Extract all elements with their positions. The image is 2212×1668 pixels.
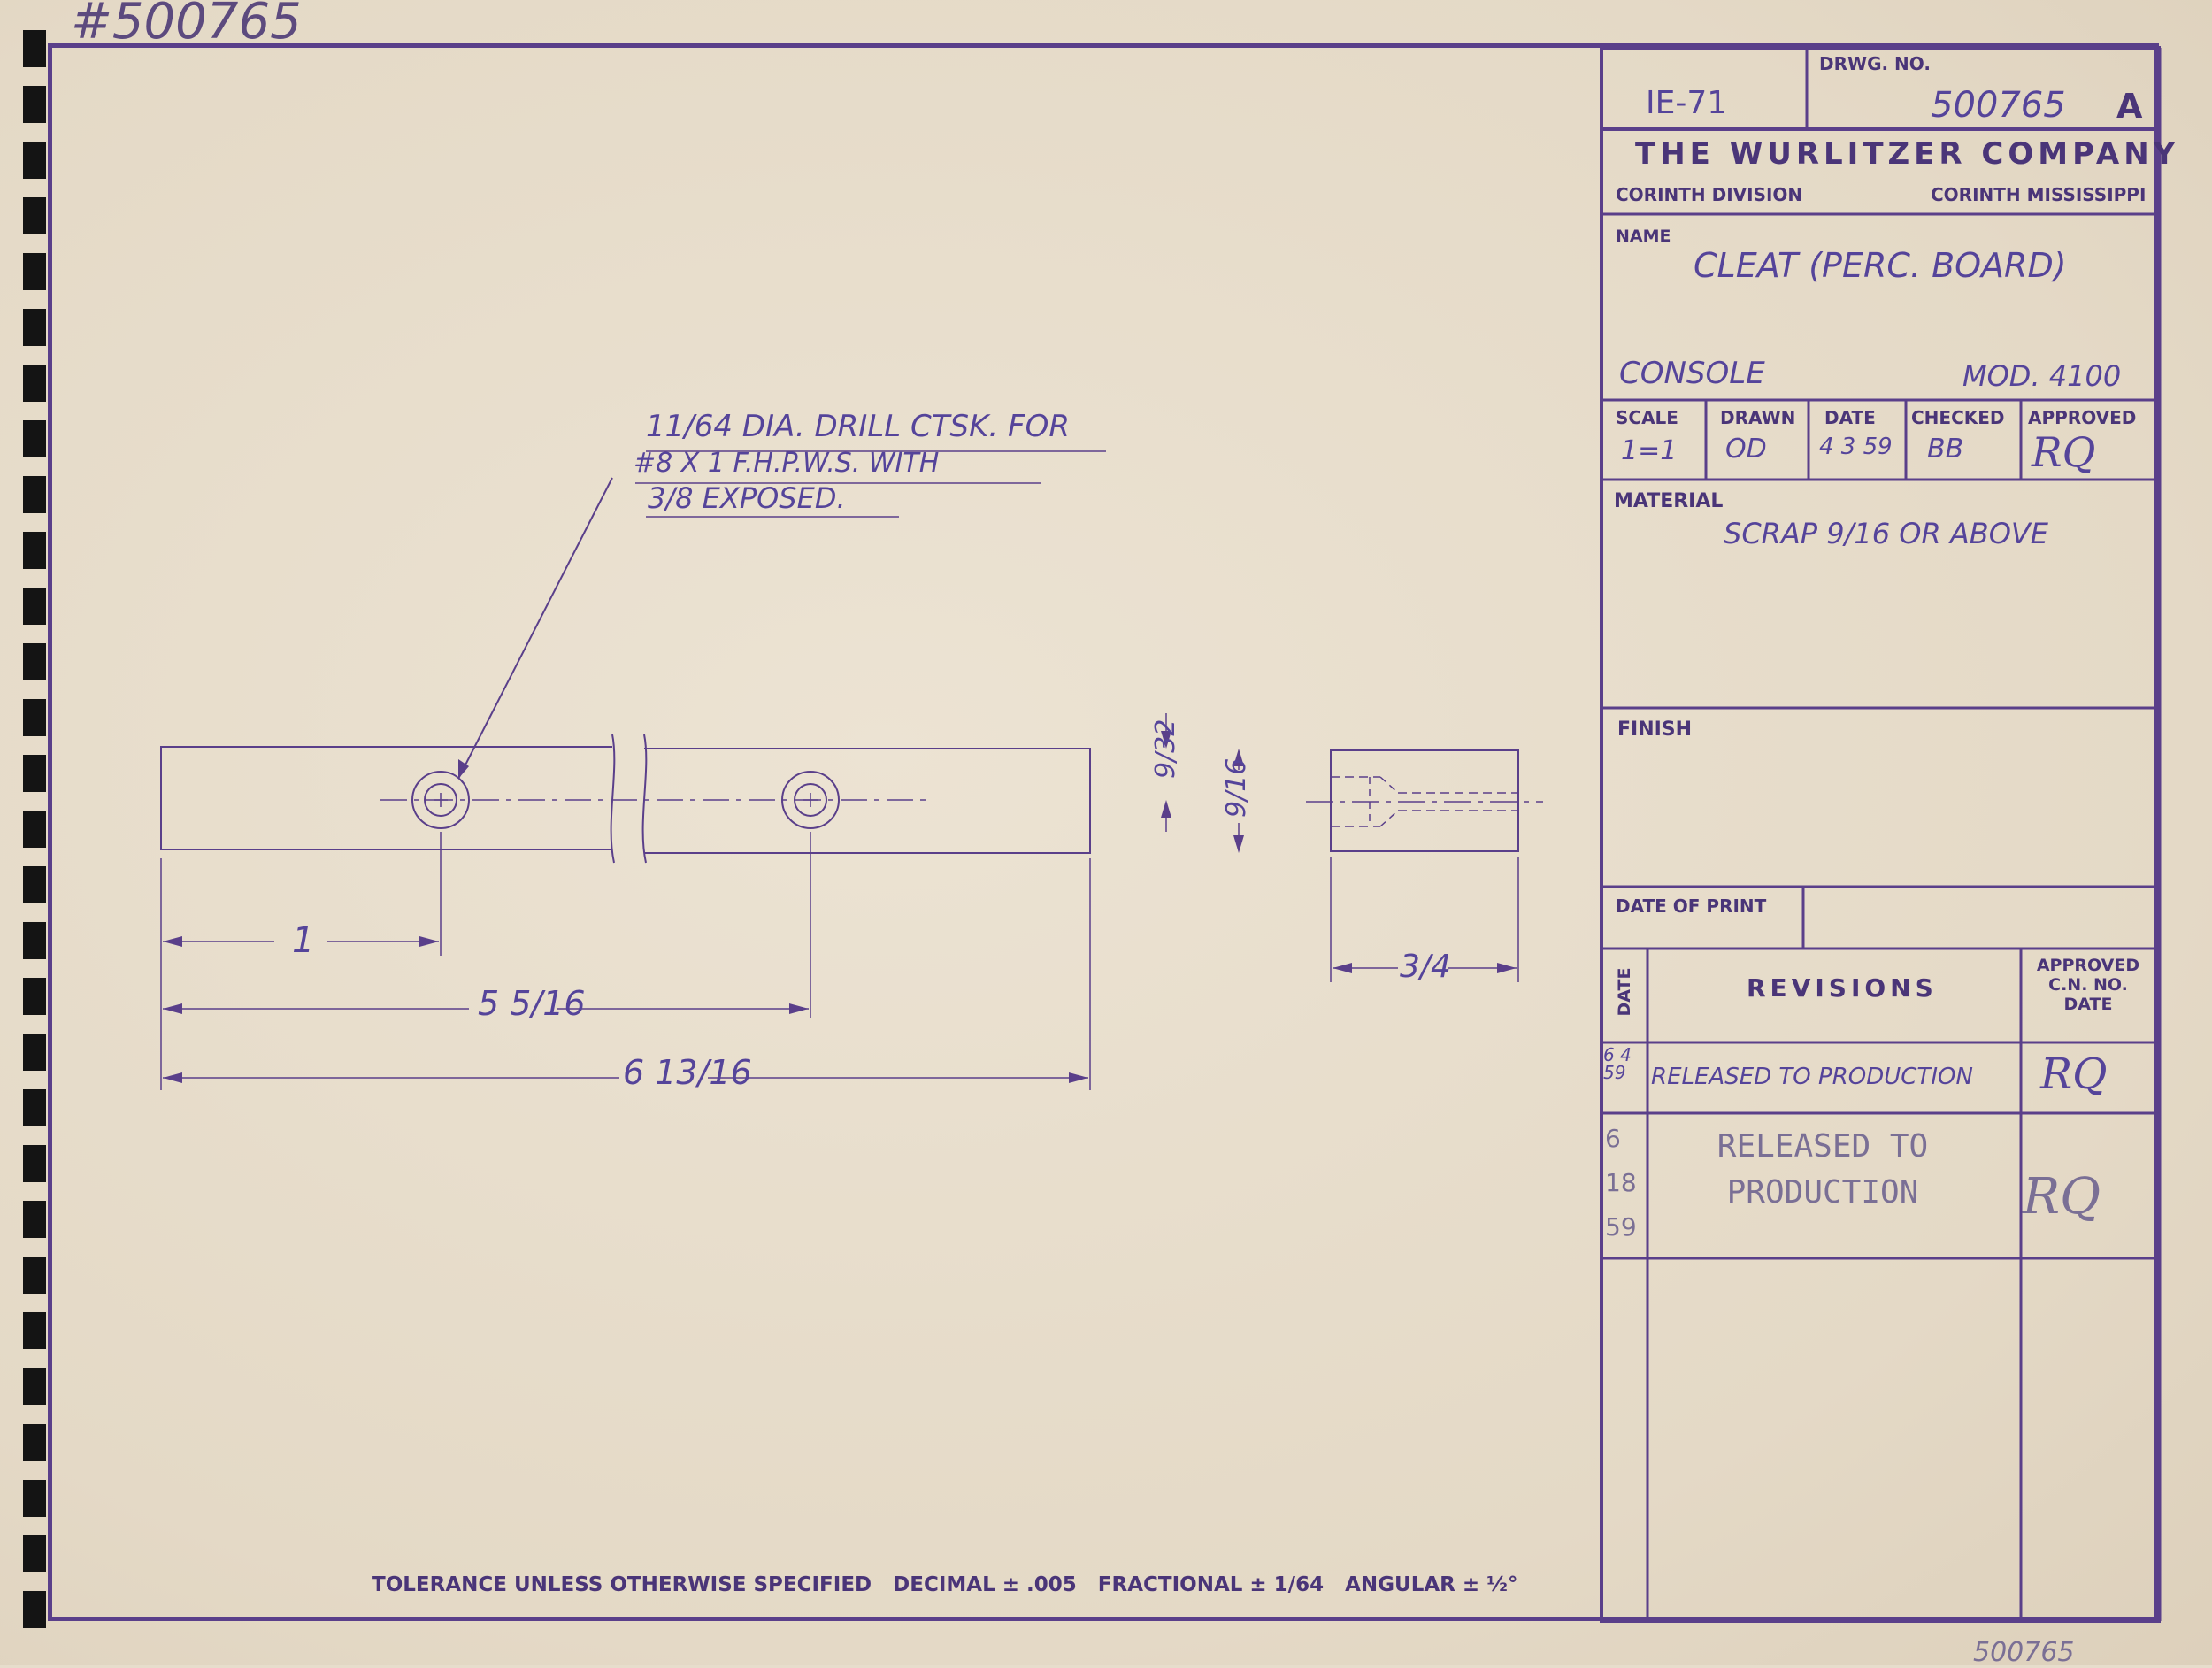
division-name: CORINTH DIVISION bbox=[1616, 184, 1803, 205]
revision-2-stamp: RELEASED TO PRODUCTION bbox=[1717, 1128, 1929, 1211]
dim-first-hole: 1 bbox=[292, 920, 315, 961]
binding-hole bbox=[23, 30, 46, 67]
drill-note-line-1: 11/64 DIA. DRILL CTSK. FOR bbox=[646, 409, 1070, 444]
binding-hole bbox=[23, 1312, 46, 1349]
revisions-approved-header: APPROVED C.N. NO. DATE bbox=[2036, 956, 2140, 1014]
drawn-label: DRAWN bbox=[1720, 407, 1796, 428]
binding-hole bbox=[23, 420, 46, 457]
assembly-name: CONSOLE bbox=[1619, 356, 1765, 391]
drawn-initials: OD bbox=[1725, 434, 1767, 465]
binding-hole bbox=[23, 1201, 46, 1238]
revision-1-approved: RQ bbox=[2040, 1049, 2108, 1099]
scale-label: SCALE bbox=[1616, 407, 1678, 428]
binding-hole bbox=[23, 643, 46, 680]
scale-value: 1=1 bbox=[1621, 435, 1678, 466]
binding-hole bbox=[23, 1480, 46, 1517]
binding-hole bbox=[23, 922, 46, 959]
binding-hole bbox=[23, 142, 46, 179]
dim-offset: 9/32 bbox=[1150, 719, 1181, 779]
date-of-print-label: DATE OF PRINT bbox=[1616, 895, 1767, 917]
approved-label: APPROVED bbox=[2028, 407, 2137, 428]
project-code: IE-71 bbox=[1646, 85, 1728, 121]
drawing-number-label: DRWG. NO. bbox=[1819, 53, 1931, 74]
dim-overall-length: 6 13/16 bbox=[623, 1053, 752, 1092]
binding-hole bbox=[23, 811, 46, 848]
drill-note-line-3: 3/8 EXPOSED. bbox=[648, 481, 846, 515]
checked-label: CHECKED bbox=[1911, 407, 2005, 428]
binding-hole bbox=[23, 755, 46, 792]
binding-hole bbox=[23, 1535, 46, 1572]
binding-hole bbox=[23, 1089, 46, 1126]
binding-hole bbox=[23, 476, 46, 513]
dim-width: 3/4 bbox=[1400, 949, 1451, 985]
checked-initials: BB bbox=[1927, 434, 1964, 465]
finish-label: FINISH bbox=[1617, 719, 1693, 741]
material-label: MATERIAL bbox=[1614, 490, 1724, 512]
location: CORINTH MISSISSIPPI bbox=[1931, 184, 2147, 205]
bottom-drawing-mark: 500765 bbox=[1973, 1637, 2075, 1668]
binding-hole bbox=[23, 86, 46, 123]
file-mark: #500765 bbox=[71, 0, 302, 50]
revisions-title: REVISIONS bbox=[1747, 973, 1938, 1003]
binding-hole bbox=[23, 1368, 46, 1405]
binding-hole bbox=[23, 532, 46, 569]
model-number: MOD. 4100 bbox=[1962, 359, 2122, 393]
tolerance-note: TOLERANCE UNLESS OTHERWISE SPECIFIED DEC… bbox=[372, 1573, 1518, 1596]
binding-hole bbox=[23, 1034, 46, 1071]
material-value: SCRAP 9/16 OR ABOVE bbox=[1724, 517, 2049, 550]
revision-2-date: 6 18 59 bbox=[1605, 1124, 1637, 1241]
binding-hole bbox=[23, 866, 46, 903]
revisions-date-header: DATE bbox=[1615, 967, 1634, 1017]
binding-hole bbox=[23, 588, 46, 625]
revision-1-date: 6 4 59 bbox=[1603, 1044, 1632, 1083]
revision-letter: A bbox=[2116, 87, 2143, 126]
binding-hole bbox=[23, 253, 46, 290]
dim-height: 9/16 bbox=[1221, 757, 1252, 818]
date-value: 4 3 59 bbox=[1819, 434, 1893, 460]
revision-1-text: RELEASED TO PRODUCTION bbox=[1651, 1064, 1973, 1090]
dim-second-hole: 5 5/16 bbox=[478, 984, 586, 1023]
binding-hole bbox=[23, 978, 46, 1015]
company-name: THE WURLITZER COMPANY bbox=[1635, 136, 2180, 172]
binding-hole bbox=[23, 1424, 46, 1461]
binding-hole bbox=[23, 699, 46, 736]
binding-hole bbox=[23, 309, 46, 346]
name-label: NAME bbox=[1616, 227, 1671, 246]
date-label: DATE bbox=[1824, 407, 1876, 428]
drill-note-line-2: #8 X 1 F.H.P.W.S. WITH bbox=[634, 448, 940, 479]
binding-hole bbox=[23, 1257, 46, 1294]
binding-hole bbox=[23, 365, 46, 402]
binding-hole bbox=[23, 1145, 46, 1182]
part-name: CLEAT (PERC. BOARD) bbox=[1694, 246, 2067, 285]
drawing-number: 500765 bbox=[1931, 85, 2066, 126]
binding-hole bbox=[23, 197, 46, 234]
revision-2-approved: RQ bbox=[2023, 1168, 2101, 1226]
approved-signature: RQ bbox=[2032, 428, 2096, 476]
binding-hole bbox=[23, 1591, 46, 1628]
